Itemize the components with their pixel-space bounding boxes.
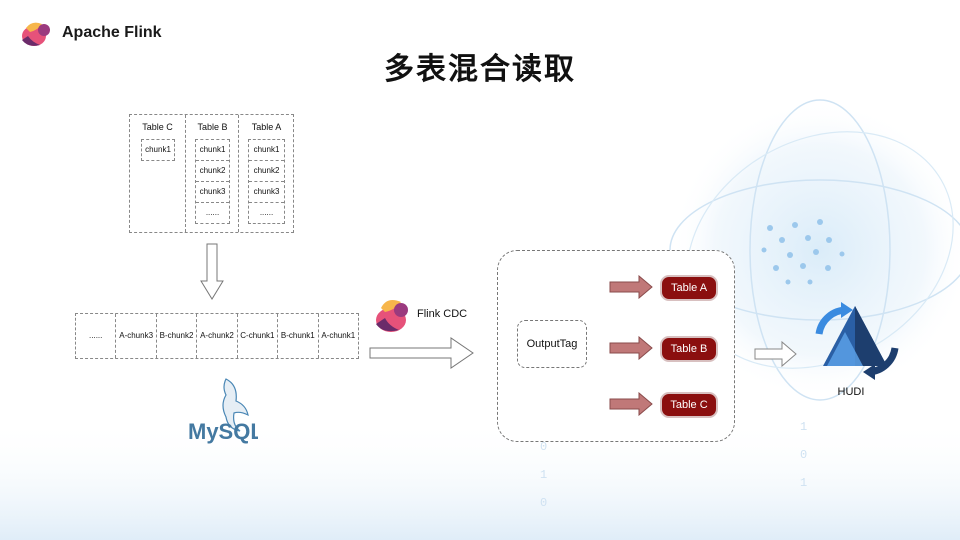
hudi-label: HUDI bbox=[837, 386, 865, 398]
chunk-cell: chunk1 bbox=[145, 145, 171, 154]
stream-cell: B-chunk1 bbox=[277, 314, 317, 358]
stream-cell: C-chunk1 bbox=[236, 314, 277, 358]
down-arrow-icon bbox=[200, 243, 224, 300]
chunk-list: chunk1 chunk2 chunk3 ...... bbox=[195, 139, 230, 224]
source-tables: Table C chunk1 Table B chunk1 chunk2 chu… bbox=[129, 114, 294, 233]
stream-cell: A-chunk1 bbox=[317, 314, 358, 358]
hudi-logo-icon bbox=[815, 302, 899, 380]
chunk-cell: chunk1 bbox=[253, 145, 280, 154]
dot-cluster bbox=[761, 219, 845, 285]
sink-arrow-icon bbox=[754, 340, 797, 368]
table-column-c: Table C chunk1 bbox=[130, 115, 185, 232]
chunk-cell: ...... bbox=[196, 202, 229, 223]
table-column-a: Table A chunk1 chunk2 chunk3 ...... bbox=[238, 115, 294, 232]
slide-title: 多表混合读取 bbox=[384, 53, 576, 86]
chunk-list: chunk1 bbox=[141, 139, 175, 161]
flink-squirrel-icon bbox=[376, 300, 408, 332]
chunk-cell: chunk3 bbox=[196, 181, 229, 202]
chunk-cell: chunk2 bbox=[249, 160, 284, 181]
chunk-cell: chunk3 bbox=[249, 181, 284, 202]
chunk-cell: chunk1 bbox=[199, 145, 226, 154]
mysql-logo: MySQL bbox=[188, 378, 258, 444]
output-table-b: Table B bbox=[660, 336, 718, 362]
svg-text:1: 1 bbox=[800, 476, 807, 490]
chunk-list: chunk1 chunk2 chunk3 ...... bbox=[248, 139, 285, 224]
table-header: Table C bbox=[142, 122, 173, 132]
svg-text:0: 0 bbox=[540, 440, 547, 454]
red-arrow-icon bbox=[609, 392, 653, 416]
stream-cell: B-chunk2 bbox=[155, 314, 196, 358]
red-arrow-icon bbox=[609, 275, 653, 299]
table-header: Table A bbox=[251, 122, 282, 132]
output-table-a: Table A bbox=[660, 275, 718, 301]
dolphin-icon bbox=[222, 378, 249, 432]
table-column-b: Table B chunk1 chunk2 chunk3 ...... bbox=[185, 115, 239, 232]
red-arrow-icon bbox=[609, 336, 653, 360]
mysql-text: MySQL bbox=[188, 419, 258, 444]
apache-flink-logo: Apache Flink bbox=[20, 18, 162, 48]
flink-squirrel-icon bbox=[22, 22, 50, 46]
output-tag-node: OutputTag bbox=[517, 320, 587, 368]
svg-text:1: 1 bbox=[540, 468, 547, 482]
chunk-cell: ...... bbox=[249, 202, 284, 223]
stream-cell: A-chunk2 bbox=[196, 314, 236, 358]
stream-cell: ...... bbox=[89, 331, 103, 340]
chunk-stream: ...... A-chunk3 B-chunk2 A-chunk2 C-chun… bbox=[75, 313, 359, 359]
chunk-cell: chunk2 bbox=[196, 160, 229, 181]
stream-cell: A-chunk3 bbox=[115, 314, 155, 358]
table-header: Table B bbox=[197, 122, 228, 132]
right-arrow-icon bbox=[369, 337, 474, 369]
svg-text:1: 1 bbox=[800, 420, 807, 434]
svg-text:0: 0 bbox=[540, 496, 547, 510]
svg-text:0: 0 bbox=[800, 448, 807, 462]
flink-cdc-label: Flink CDC bbox=[373, 294, 467, 334]
flink-cdc-text: Flink CDC bbox=[417, 308, 468, 320]
output-table-c: Table C bbox=[660, 392, 718, 418]
logo-text: Apache Flink bbox=[62, 24, 162, 41]
